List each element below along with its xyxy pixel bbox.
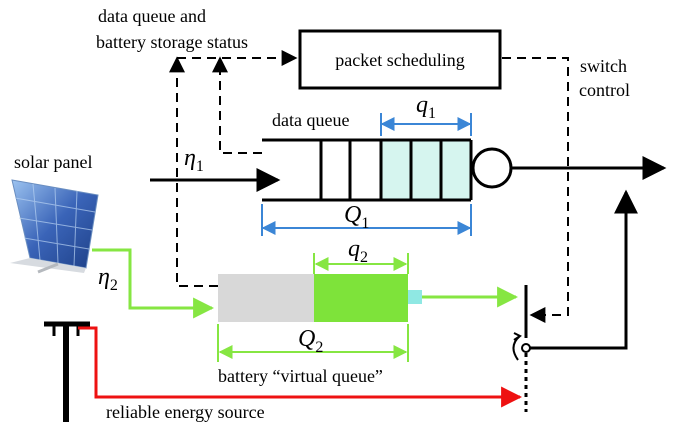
switch-to-output-arrow xyxy=(530,189,638,350)
Q1-symbol: Q1 xyxy=(344,202,369,232)
switch-label-line1: switch xyxy=(580,56,627,76)
switch-label-line2: control xyxy=(579,80,630,100)
reliable-energy-arrow xyxy=(78,326,523,408)
data-queue-buffer xyxy=(262,138,473,202)
status-label-line2: battery storage status xyxy=(96,32,248,52)
reliable-energy-label: reliable energy source xyxy=(106,402,265,422)
power-pole-icon xyxy=(44,321,90,422)
battery-virtual-queue-label: battery “virtual queue” xyxy=(218,366,383,386)
q2-symbol: q2 xyxy=(348,236,368,266)
packet-scheduling-box xyxy=(298,29,502,90)
status-label-line1: data queue and xyxy=(98,6,206,26)
status-feedback-lines xyxy=(169,50,569,323)
switch-icon xyxy=(512,285,531,412)
eta2-symbol: η2 xyxy=(98,264,118,294)
Q2-symbol: Q2 xyxy=(298,326,323,356)
eta1-symbol: η1 xyxy=(184,145,204,175)
solar-panel-icon xyxy=(10,179,99,274)
solar-harvest-arrow xyxy=(92,248,215,319)
solar-panel-label: solar panel xyxy=(14,152,92,172)
queue-server-circle xyxy=(471,147,513,189)
packet-scheduling-label: packet scheduling xyxy=(335,50,464,70)
data-queue-label: data queue xyxy=(272,110,349,130)
q1-symbol: q1 xyxy=(416,92,436,122)
battery-virtual-queue xyxy=(218,274,422,322)
